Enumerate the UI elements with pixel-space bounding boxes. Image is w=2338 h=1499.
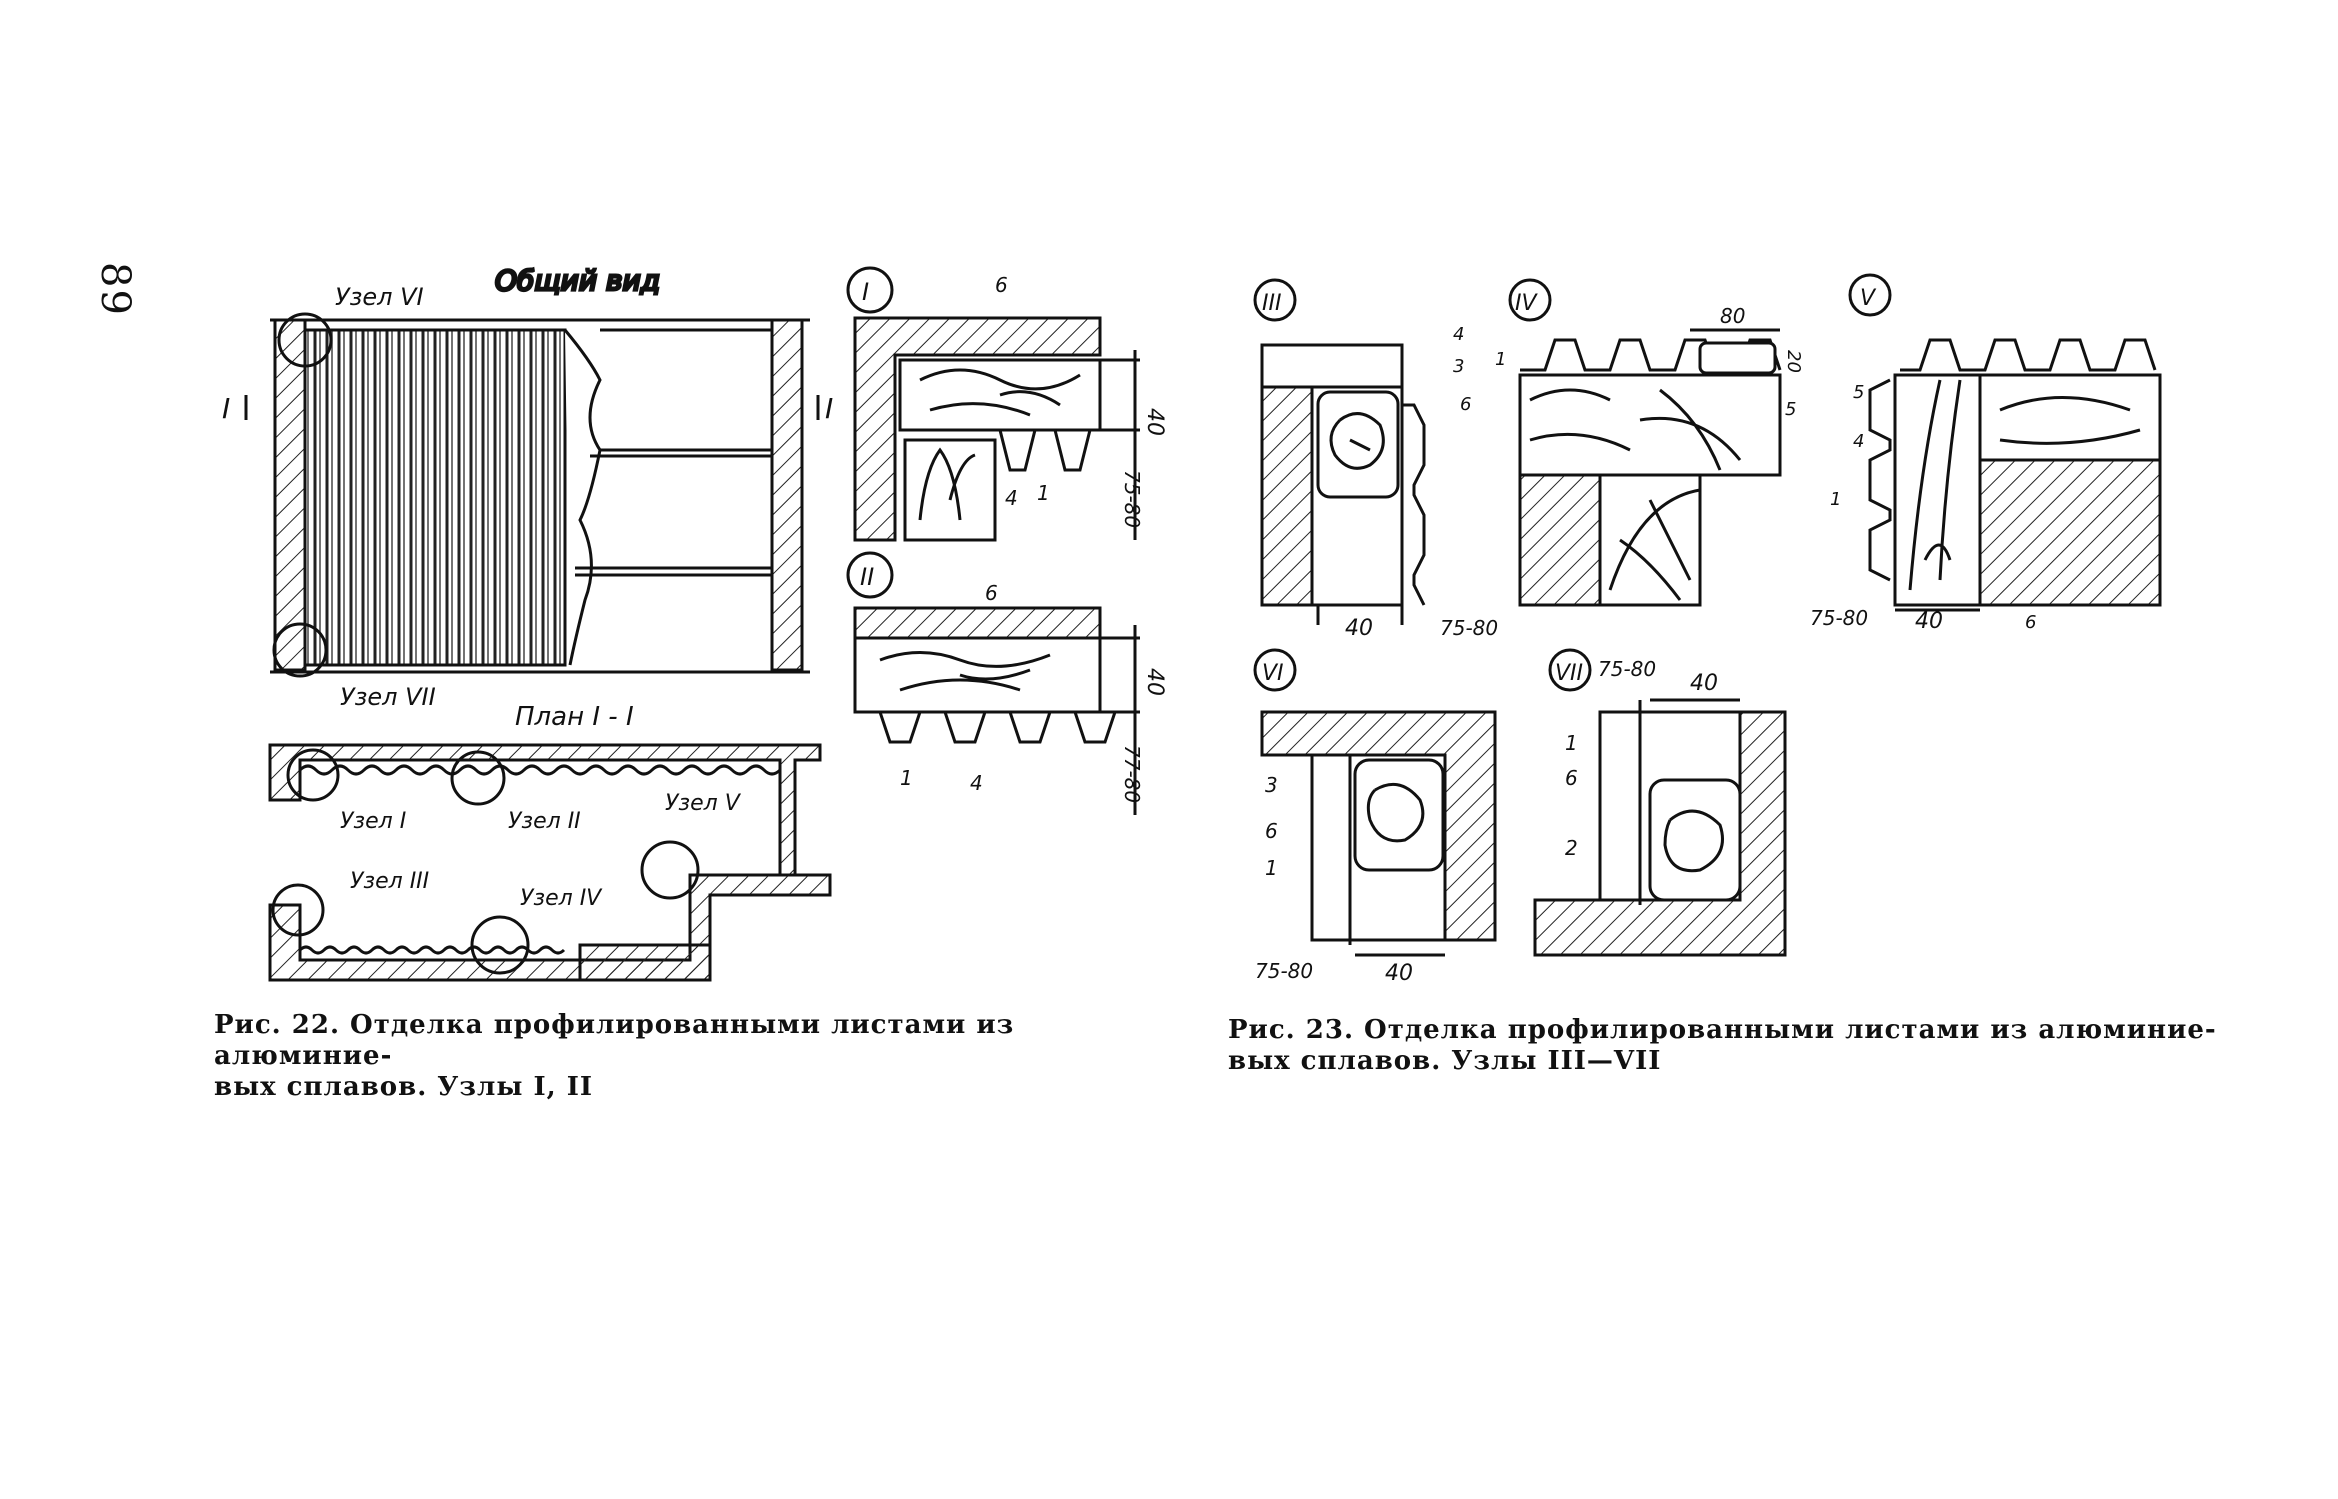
figure-22-caption-line2: вых сплавов. Узлы I, II bbox=[214, 1072, 594, 1102]
section-marker-left: I bbox=[222, 392, 230, 425]
detail-iii-dim-40: 40 bbox=[1345, 616, 1373, 641]
detail-vi-dim-40: 40 bbox=[1385, 961, 1413, 986]
detail-iv-callout-5: 5 bbox=[1785, 399, 1796, 420]
detail-vi-dim-range: 75-80 bbox=[1255, 959, 1313, 983]
general-view: Общий вид I I Узел VI Узел VII bbox=[222, 263, 833, 712]
detail-iii-callout-6: 6 bbox=[1460, 394, 1471, 415]
figure-23-caption-line2: вых сплавов. Узлы III—VII bbox=[1228, 1046, 1662, 1076]
figure-22-caption-line1: Рис. 22. Отделка профилированными листам… bbox=[214, 1010, 1015, 1071]
detail-ii-callout-1: 1 bbox=[900, 766, 913, 790]
detail-v-callout-6: 6 bbox=[2025, 612, 2036, 633]
detail-ii-callout-4: 4 bbox=[970, 771, 983, 795]
figure-23-caption-line1: Рис. 23. Отделка профилированными листам… bbox=[1228, 1015, 2217, 1045]
detail-v-title: V bbox=[1860, 286, 1877, 311]
detail-v-callout-1: 1 bbox=[1830, 489, 1841, 510]
detail-vi-callout-3: 3 bbox=[1265, 773, 1278, 797]
detail-v-dim-range: 75-80 bbox=[1810, 606, 1868, 630]
node-label-iv: Узел IV bbox=[520, 886, 603, 911]
detail-i-callout-4: 4 bbox=[1005, 486, 1018, 510]
detail-ii-title: II bbox=[860, 563, 874, 591]
detail-v-callout-4: 4 bbox=[1853, 431, 1864, 452]
detail-vii-callout-1: 1 bbox=[1565, 731, 1578, 755]
detail-vii-dim-range: 75-80 bbox=[1598, 657, 1656, 681]
detail-vi-title: VI bbox=[1262, 661, 1284, 686]
node-label-vi: Узел VI bbox=[335, 283, 424, 311]
detail-vii-callout-6: 6 bbox=[1565, 766, 1578, 790]
detail-i-dim-range: 75-80 bbox=[1120, 470, 1144, 528]
detail-v: V 40 75-80 5 4 1 6 bbox=[1810, 273, 2162, 634]
detail-vii-callout-2: 2 bbox=[1565, 836, 1578, 860]
detail-ii-dim-40: 40 bbox=[1142, 668, 1167, 696]
detail-ii-callout-6: 6 bbox=[985, 581, 998, 605]
detail-iii-title: III bbox=[1262, 291, 1281, 316]
plan-section: План I - I Узел I Узел II Узел V Узел II… bbox=[268, 702, 832, 982]
section-marker-right: I bbox=[825, 392, 833, 425]
detail-iii-dim-range: 75-80 bbox=[1440, 616, 1498, 640]
detail-iv-dim-20: 20 bbox=[1783, 350, 1804, 373]
detail-ii: II 40 77-80 6 1 4 bbox=[846, 551, 1167, 815]
detail-vii-title: VII bbox=[1555, 661, 1583, 686]
detail-v-dim-40: 40 bbox=[1915, 609, 1943, 634]
general-view-title: Общий вид bbox=[495, 264, 660, 297]
node-label-v: Узел V bbox=[665, 791, 742, 816]
detail-ii-dim-range: 77-80 bbox=[1120, 745, 1144, 803]
detail-iv-callout-1: 1 bbox=[1495, 349, 1506, 370]
detail-i: I 40 75-80 6 4 1 bbox=[846, 266, 1167, 542]
detail-i-callout-1: 1 bbox=[1037, 481, 1050, 505]
figure-22-caption: Рис. 22. Отделка профилированными листам… bbox=[214, 1010, 1174, 1103]
node-label-ii: Узел II bbox=[508, 809, 581, 834]
detail-iii: III 40 75-80 4 3 6 bbox=[1253, 278, 1498, 641]
detail-iii-callout-3: 3 bbox=[1453, 356, 1464, 377]
detail-iii-callout-4: 4 bbox=[1453, 324, 1464, 345]
detail-i-dim-40: 40 bbox=[1142, 408, 1167, 436]
node-label-i: Узел I bbox=[340, 809, 406, 834]
detail-iv-title: IV bbox=[1515, 291, 1538, 316]
detail-vi-callout-6: 6 bbox=[1265, 819, 1278, 843]
detail-iv-dim-80: 80 bbox=[1720, 304, 1745, 328]
detail-vi-callout-1: 1 bbox=[1265, 856, 1278, 880]
detail-vii: VII 40 75-80 1 6 2 bbox=[1533, 648, 1787, 957]
plan-title: План I - I bbox=[515, 702, 634, 732]
node-label-vii: Узел VII bbox=[340, 683, 436, 711]
detail-v-callout-5: 5 bbox=[1853, 382, 1864, 403]
detail-i-title: I bbox=[862, 278, 869, 306]
detail-i-callout-6: 6 bbox=[995, 273, 1008, 297]
node-label-iii: Узел III bbox=[350, 869, 429, 894]
detail-vii-dim-40: 40 bbox=[1690, 671, 1718, 696]
detail-vi: VI 40 75-80 3 6 1 bbox=[1253, 648, 1497, 986]
figure-23-caption: Рис. 23. Отделка профилированными листам… bbox=[1228, 1015, 2218, 1077]
detail-iv: IV 80 20 1 5 bbox=[1495, 278, 1804, 607]
